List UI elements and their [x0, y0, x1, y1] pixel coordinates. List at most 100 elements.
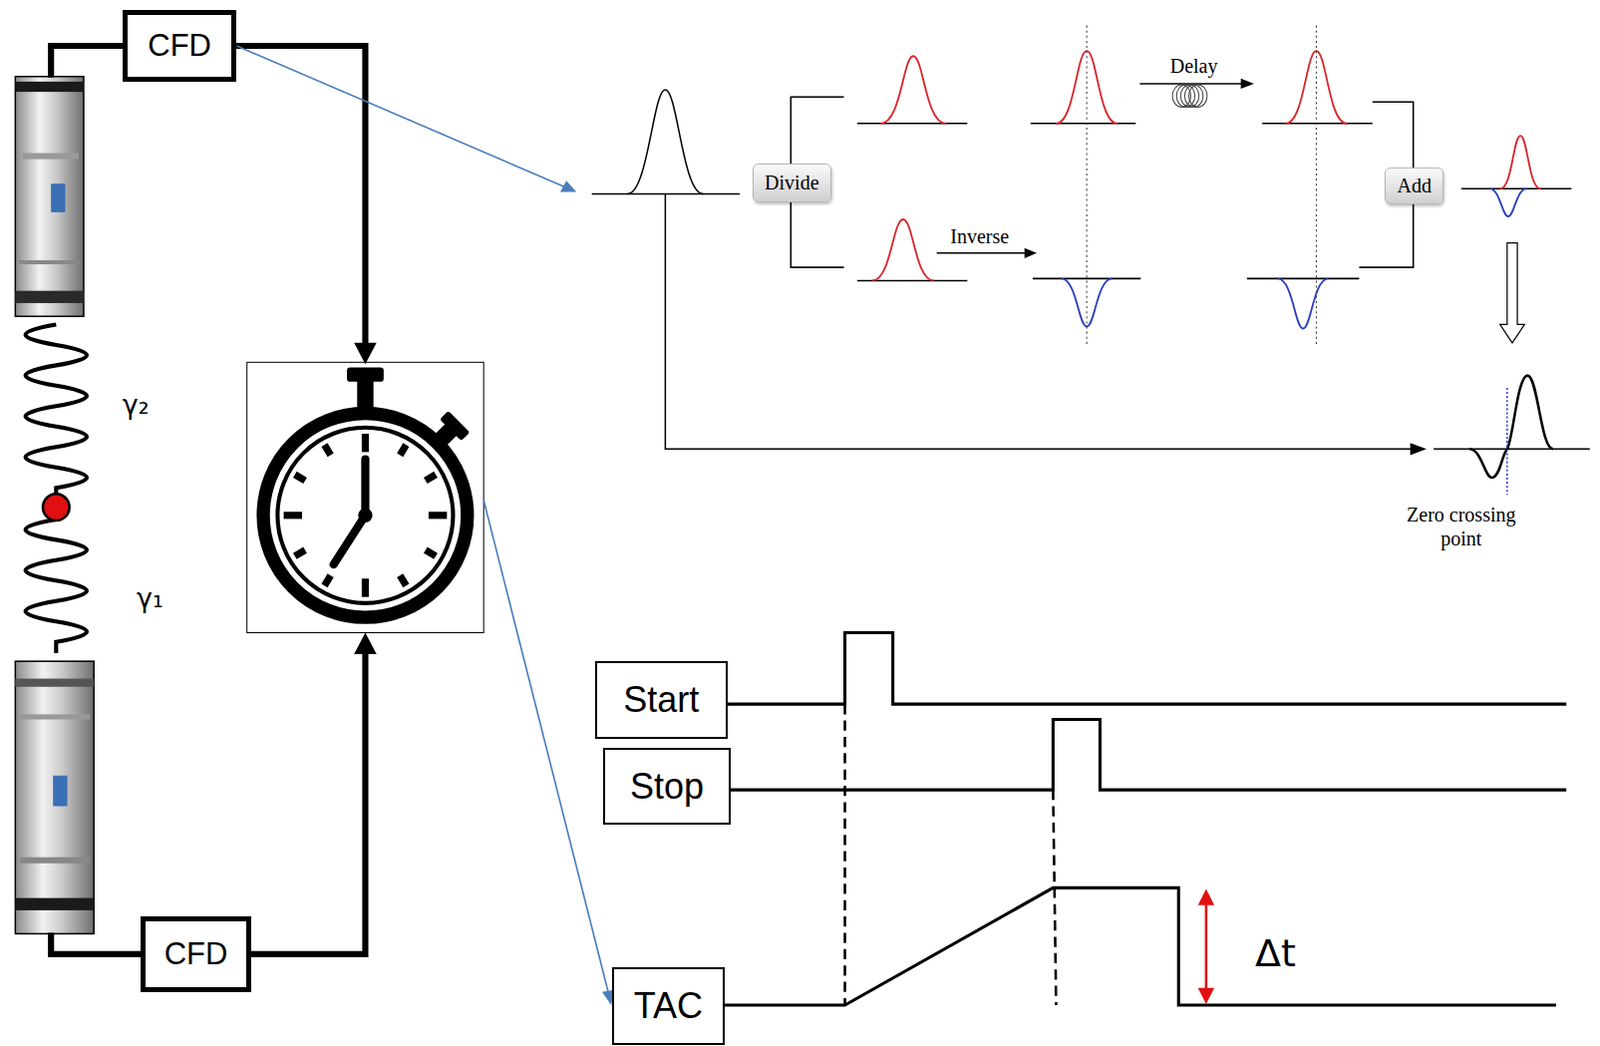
stopwatch-icon — [425, 550, 436, 557]
stopwatch-icon — [284, 511, 303, 519]
step-label: Delay — [1170, 53, 1219, 78]
signal-box: Start — [595, 660, 728, 739]
box-label: Stop — [630, 765, 704, 808]
cfd-process — [1262, 122, 1373, 125]
stopwatch-icon — [361, 433, 369, 452]
box-label: CFD — [164, 936, 229, 972]
stopwatch-icon — [356, 379, 373, 411]
cfd-process — [1184, 84, 1203, 108]
detector-top — [14, 76, 84, 318]
cfd-process — [880, 55, 947, 124]
stopwatch-icon — [361, 578, 369, 597]
stopwatch-icon — [247, 361, 484, 633]
stopwatch-icon — [247, 361, 484, 633]
signal-wires — [235, 45, 365, 347]
cfd-box: CFD — [140, 916, 252, 992]
cfd-process — [628, 89, 704, 194]
detector-bottom — [19, 713, 90, 719]
stopwatch-icon — [357, 508, 372, 523]
detector-bottom — [19, 857, 90, 864]
stopwatch-icon — [324, 444, 331, 455]
box-label: Add — [1396, 174, 1431, 198]
delta-arrow — [1198, 987, 1215, 1004]
arrowhead — [353, 342, 377, 364]
signal-wires — [250, 650, 366, 955]
cfd-process — [1489, 188, 1527, 217]
gamma-waves — [25, 519, 87, 653]
cfd-process — [1172, 84, 1208, 108]
stopwatch-icon — [324, 575, 331, 586]
stopwatch-icon — [277, 427, 453, 604]
box-label: Divide — [764, 171, 819, 195]
zoom-leader — [483, 499, 609, 991]
detector-top — [14, 76, 84, 318]
stopwatch-icon — [399, 575, 406, 586]
cfd-process — [1032, 278, 1142, 281]
cfd-process — [1139, 82, 1245, 85]
cfd-process — [1086, 25, 1088, 347]
cfd-process — [857, 122, 968, 125]
timing-signals — [730, 719, 1567, 791]
gamma-waves — [25, 323, 87, 495]
cfd-process — [1180, 84, 1199, 108]
detector-bottom — [14, 660, 94, 934]
timing-signals — [724, 633, 1567, 1006]
stopwatch-icon — [360, 459, 369, 516]
cfd-process — [872, 219, 934, 281]
cfd-process — [1278, 278, 1329, 328]
zoom-leader — [236, 45, 565, 187]
delta-arrow — [1198, 888, 1215, 1004]
detector-bottom — [14, 660, 94, 934]
gamma-label: γ₂ — [122, 388, 150, 421]
stopwatch-icon — [399, 444, 406, 455]
cfd-process — [1188, 84, 1207, 108]
detector-top — [17, 260, 79, 265]
stopwatch-icon — [263, 412, 468, 618]
timing-markers — [1052, 789, 1056, 1005]
arrowhead — [353, 633, 377, 654]
cfd-box: CFD — [122, 9, 238, 82]
delta-arrow — [1205, 902, 1209, 991]
cfd-process — [937, 252, 1029, 255]
timing-signals — [727, 633, 1567, 705]
signal-wires — [50, 45, 124, 78]
detector-top — [14, 291, 84, 304]
cfd-process — [592, 25, 1591, 496]
cfd-process — [1172, 84, 1191, 108]
timing-markers — [845, 703, 1057, 1005]
box-label: CFD — [147, 27, 212, 64]
cfd-process — [1241, 78, 1255, 89]
gamma-label: γ₁ — [136, 582, 164, 615]
box-label: Start — [623, 678, 699, 721]
stopwatch-icon — [439, 410, 470, 441]
interval-label: Δt — [1255, 931, 1296, 977]
zoom-leader — [236, 45, 615, 1005]
cfd-process — [1500, 243, 1526, 343]
detector-bottom — [14, 678, 94, 687]
cfd-process — [1176, 84, 1195, 108]
cfd-process — [664, 193, 1416, 449]
timing-signals — [724, 887, 1557, 1005]
delta-arrow — [1198, 888, 1215, 905]
detector-bottom — [52, 775, 67, 807]
box-label: TAC — [634, 984, 703, 1027]
detector-bottom — [14, 898, 94, 911]
annotation: Zero crossing point — [1384, 502, 1539, 551]
stopwatch-icon — [295, 550, 306, 557]
cfd-process — [1030, 122, 1136, 125]
cfd-process — [1024, 248, 1037, 259]
cfd-process — [1410, 442, 1427, 455]
cfd-process — [1247, 278, 1360, 281]
zoom-leader — [560, 180, 577, 192]
source-dot — [42, 493, 70, 521]
stopwatch-icon — [346, 366, 384, 381]
step-label: Inverse — [950, 224, 1009, 249]
gamma-waves — [25, 323, 87, 653]
stopwatch-icon — [425, 474, 436, 481]
cfd-process — [1433, 448, 1591, 451]
signal-wires — [50, 932, 142, 954]
cfd-process — [1469, 375, 1554, 478]
cfd-process — [1500, 135, 1542, 189]
